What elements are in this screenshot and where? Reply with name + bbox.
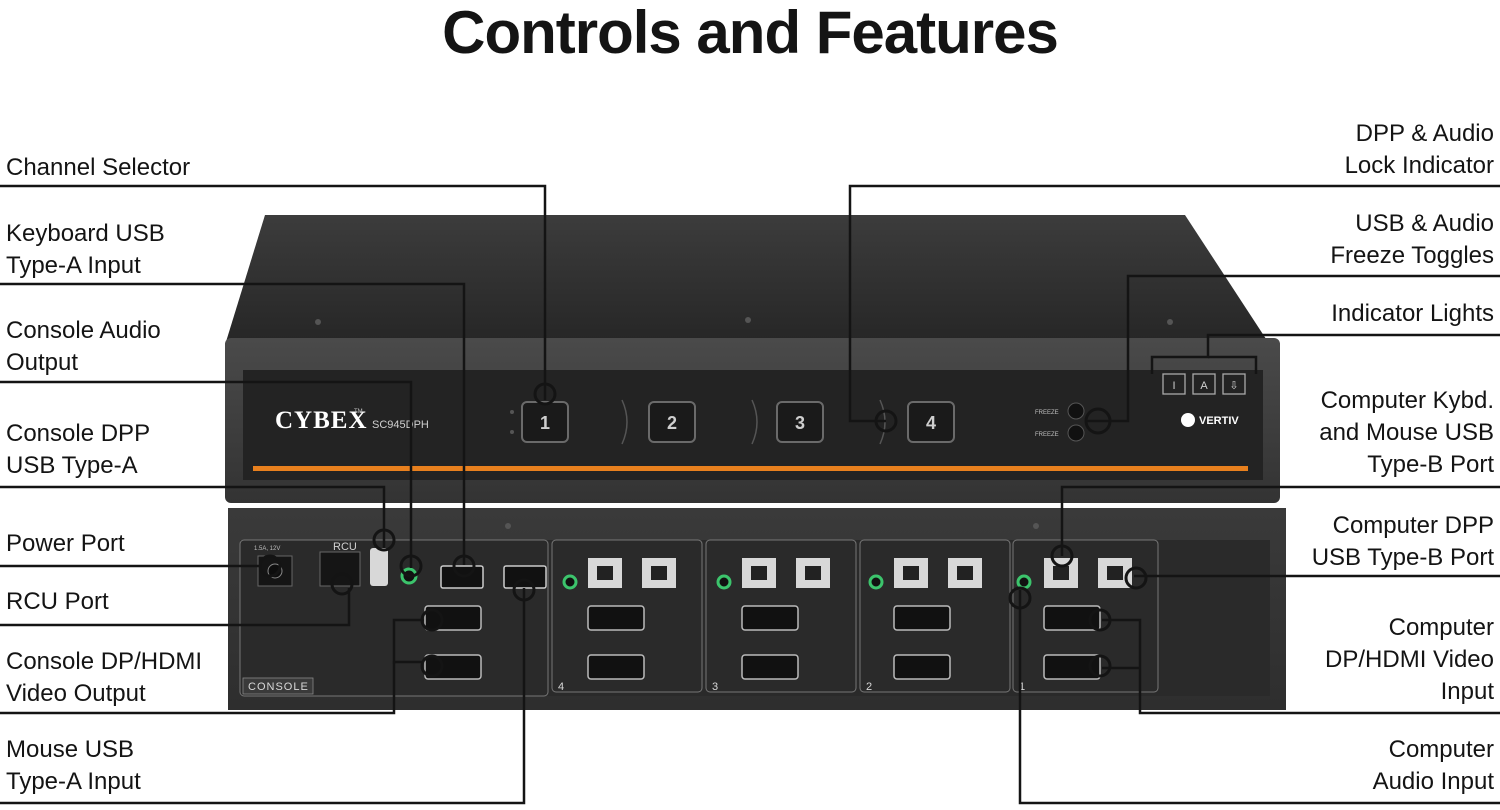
- usb-freeze-toggle[interactable]: [1067, 402, 1085, 420]
- callout-markers: [258, 382, 1148, 678]
- computer-audio-port[interactable]: [1016, 574, 1032, 590]
- computer-hdmi-port[interactable]: [1043, 654, 1101, 680]
- computer-panel-3: 3: [705, 539, 857, 693]
- channel-led-icon: [510, 430, 514, 434]
- page-title: Controls and Features: [442, 0, 1059, 66]
- screw-icon: [745, 317, 751, 323]
- freeze-usb-label: FREEZE: [1035, 410, 1059, 416]
- console-tag: CONSOLE: [248, 681, 309, 693]
- rcu-port[interactable]: [319, 551, 361, 587]
- label-channel-selector: Channel Selector: [6, 154, 191, 181]
- leader-lines: [0, 184, 1500, 805]
- channel-button-3[interactable]: 3: [776, 401, 824, 443]
- indicator-lights: I A ⇩: [1162, 373, 1246, 395]
- vertiv-logo-icon: [1181, 413, 1195, 427]
- channel-button-label: 3: [795, 413, 805, 433]
- vendor-logo: VERTIV: [1199, 415, 1239, 427]
- freeze-audio-label: FREEZE: [1035, 432, 1059, 438]
- chassis-top: [225, 215, 1270, 345]
- computer-panel-1: 1: [1012, 539, 1159, 693]
- accent-stripe: [253, 466, 1248, 471]
- brand-trademark: TM: [354, 409, 363, 415]
- rcu-label: RCU: [333, 541, 357, 553]
- channel-button-2[interactable]: 2: [648, 401, 696, 443]
- channel-button-label: 2: [667, 413, 677, 433]
- channel-button-label: 1: [540, 413, 550, 433]
- label-indicator-lights: Indicator Lights: [1331, 300, 1494, 327]
- screw-icon: [315, 319, 321, 325]
- label-power-port: Power Port: [6, 530, 125, 557]
- panel-number: 4: [558, 681, 564, 693]
- console-dpp-usb-port[interactable]: [370, 548, 388, 586]
- computer-dp-port[interactable]: [1043, 605, 1101, 631]
- computer-panel-4: 4: [551, 539, 703, 693]
- mouse-usb-port[interactable]: [503, 565, 547, 589]
- channel-button-4[interactable]: 4: [907, 401, 955, 443]
- channel-button-label: 4: [926, 413, 936, 433]
- model-number: SC945DPH: [372, 419, 429, 431]
- brand-logo: CYBEX: [275, 407, 368, 434]
- computer-panel-2: 2: [859, 539, 1011, 693]
- power-rating: 1.5A, 12V: [254, 546, 280, 552]
- indicator-glyph: A: [1200, 380, 1208, 392]
- panel-number: 3: [712, 681, 718, 693]
- screw-icon: [1167, 319, 1173, 325]
- channel-button-1[interactable]: 1: [521, 401, 569, 443]
- panel-number: 2: [866, 681, 872, 693]
- channel-led-icon: [510, 410, 514, 414]
- panel-number: 1: [1019, 681, 1025, 693]
- audio-freeze-toggle[interactable]: [1067, 424, 1085, 442]
- label-rcu-port: RCU Port: [6, 588, 109, 615]
- indicator-glyph: I: [1172, 380, 1175, 392]
- front-panel-inset: [243, 370, 1263, 480]
- indicator-glyph: ⇩: [1229, 380, 1238, 392]
